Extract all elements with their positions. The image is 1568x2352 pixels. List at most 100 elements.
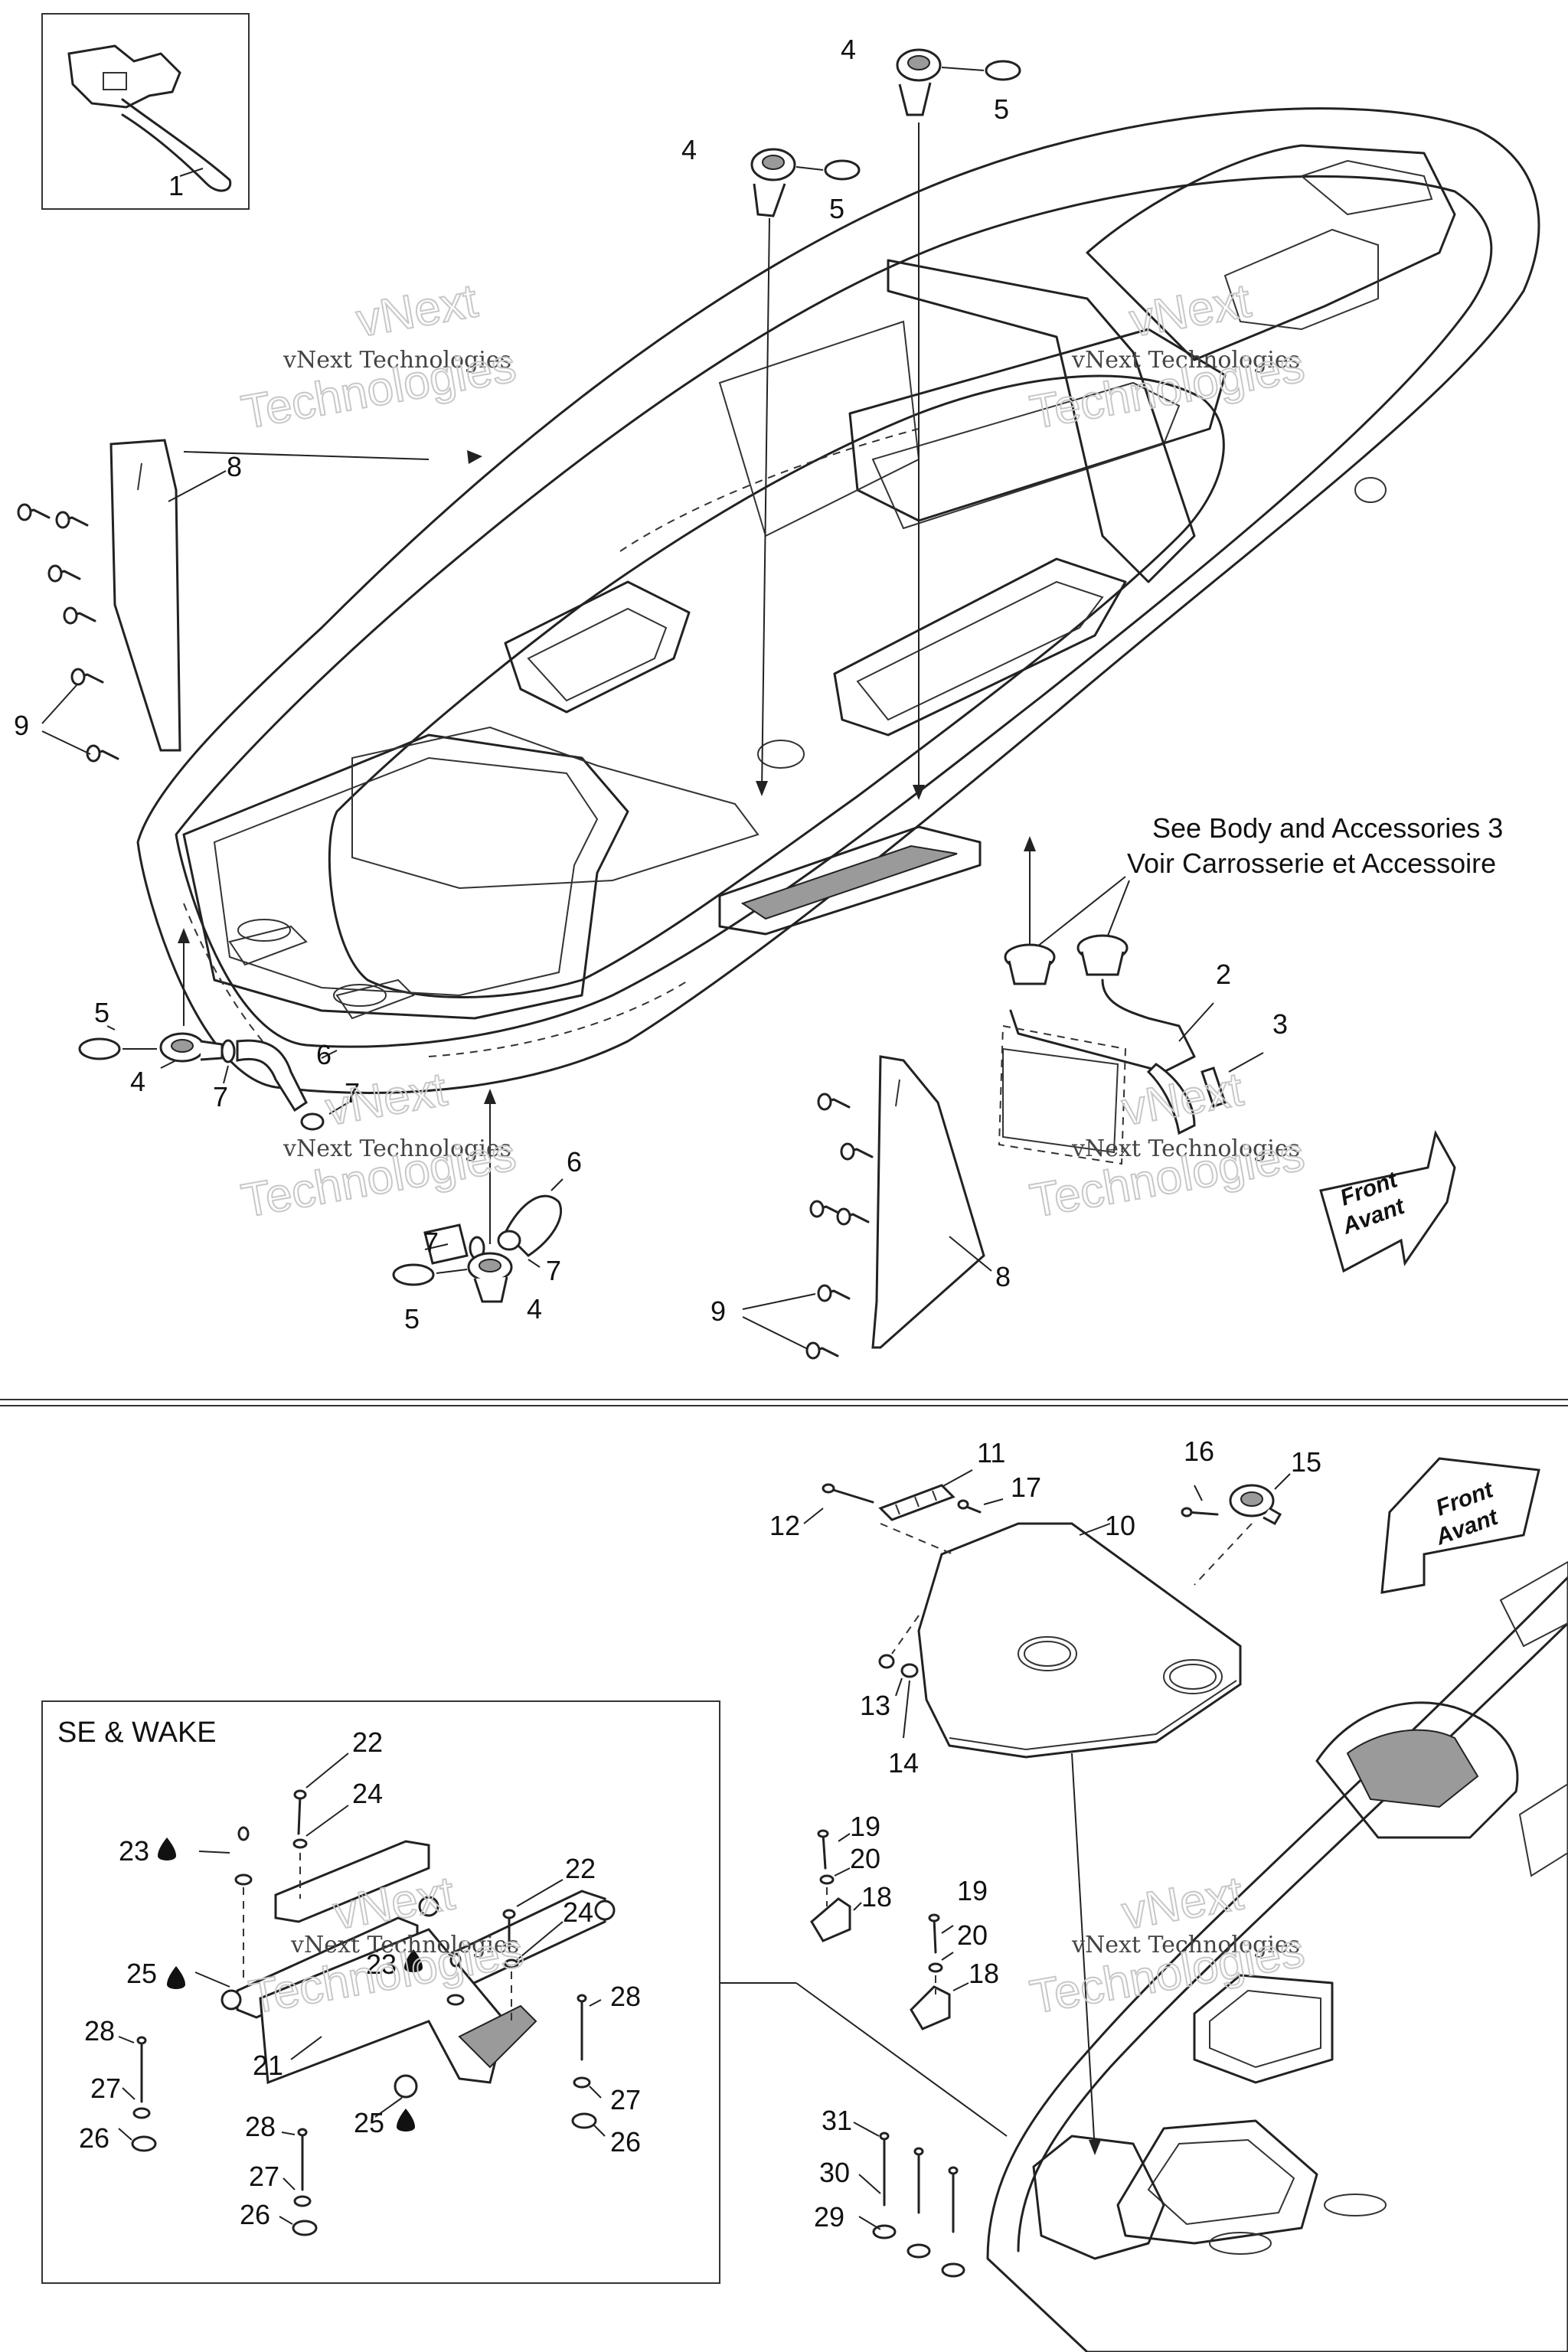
leader-27c <box>283 2177 296 2190</box>
leader-9b2 <box>742 1316 808 1350</box>
watermark-2-logo-line1: vNext <box>1125 274 1254 347</box>
leader-22b <box>516 1879 564 1907</box>
callout-12: 12 <box>769 1510 800 1541</box>
callout-25-a: 25 <box>126 1958 157 1989</box>
part-9-screws-right <box>805 1093 874 1360</box>
arrow-head-4d <box>484 1089 496 1104</box>
watermark-6-logo-line1: vNext <box>1118 1867 1246 1939</box>
callout-18-a: 18 <box>861 1881 892 1913</box>
leader-12 <box>803 1508 824 1524</box>
part-18-bumper-b <box>910 1985 951 2030</box>
leader-26b <box>593 2124 606 2137</box>
callout-4-lower-middle: 4 <box>527 1293 542 1325</box>
callout-22-b: 22 <box>565 1853 596 1884</box>
hidden-edge-3 <box>183 903 284 1065</box>
part-12-screw-head <box>822 1483 835 1494</box>
leader-11 <box>941 1469 973 1488</box>
leader-23a <box>198 1851 230 1854</box>
arrow-head-4c <box>178 928 190 943</box>
leader-29 <box>858 2216 881 2230</box>
arrow-head-4a <box>913 785 925 800</box>
callout-20-b: 20 <box>957 1919 988 1951</box>
callout-13: 13 <box>860 1690 890 1721</box>
leader-20a <box>834 1867 851 1877</box>
leader-21 <box>290 2036 322 2060</box>
leader-9b1 <box>742 1293 816 1310</box>
part-12-screw <box>829 1488 874 1504</box>
watermark-3-logo-line1: vNext <box>322 1063 450 1135</box>
callout-19-b: 19 <box>957 1875 988 1906</box>
callout-24-a: 24 <box>352 1778 383 1809</box>
callout-6-left: 6 <box>316 1039 332 1070</box>
hidden-edge-1 <box>619 428 920 552</box>
callout-8-left: 8 <box>227 451 242 482</box>
leader-25a <box>194 1971 230 1988</box>
callout-28-a: 28 <box>84 2015 115 2047</box>
watermark-4-text: vNext Technologies <box>1071 1135 1300 1162</box>
part-4-drain-plug-lower-left <box>159 1032 224 1063</box>
callout-27-c: 27 <box>249 2161 279 2192</box>
part-26-28-stud-center <box>292 2128 318 2236</box>
see-also-english: See Body and Accessories 3 <box>1152 812 1503 844</box>
leader-28c <box>281 2132 296 2135</box>
callout-23-b: 23 <box>366 1949 397 1980</box>
callout-27-a: 27 <box>90 2073 121 2104</box>
leader-15 <box>1274 1473 1291 1490</box>
leader-24b <box>516 1921 564 1961</box>
callout-4-top-right: 4 <box>841 34 856 65</box>
callout-15: 15 <box>1291 1446 1321 1478</box>
part-13-nut <box>878 1654 895 1669</box>
part-14-washer <box>900 1663 919 1678</box>
callout-5-top-right: 5 <box>994 93 1009 125</box>
part-17-screw-head <box>957 1499 969 1510</box>
part-5-washer-lower-middle <box>392 1263 435 1286</box>
callout-4-lower-left: 4 <box>130 1066 145 1097</box>
thread-locker-icon-23b <box>404 1949 423 1972</box>
leader-6a <box>321 1050 338 1059</box>
leader-5c <box>106 1025 116 1031</box>
leader-1 <box>179 168 204 177</box>
leader-17 <box>983 1498 1004 1505</box>
callout-17: 17 <box>1011 1472 1041 1503</box>
leader-31 <box>853 2122 880 2137</box>
leader-4c <box>160 1060 177 1069</box>
hull-body <box>136 107 1540 1094</box>
callout-9-left: 9 <box>14 710 29 741</box>
callout-5-lower-middle: 5 <box>404 1303 420 1334</box>
arrow-5a <box>941 67 985 71</box>
arrow-5b <box>795 166 824 171</box>
callout-7-c: 7 <box>423 1227 439 1258</box>
nut-dash <box>891 1615 920 1655</box>
callout-9-right: 9 <box>710 1295 726 1327</box>
leader-18b <box>952 1982 969 1991</box>
part-4-drain-plug-top-left <box>750 148 796 217</box>
part-4-drain-plug-lower-middle <box>467 1252 513 1303</box>
part-29-30-washers <box>872 2224 965 2278</box>
arrow-vents-b <box>1033 876 1126 950</box>
leader-7c <box>424 1243 449 1250</box>
part-26-28-stud-left <box>131 2036 157 2152</box>
arrow-head-panel-a <box>467 450 482 464</box>
leader-25b <box>374 2097 403 2118</box>
part-3-storage-bin <box>998 1024 1227 1165</box>
se-wake-inset-title: SE & WAKE <box>57 1717 217 1749</box>
part-22-screw-head-b <box>502 1909 516 1919</box>
part-4-drain-plug-top-right <box>896 48 942 116</box>
leader-27b <box>589 2086 602 2099</box>
callout-5-top-left: 5 <box>829 193 844 224</box>
part-16-screw-head <box>1181 1507 1193 1517</box>
part-2-vent-hose <box>1009 978 1196 1073</box>
see-also-french: Voir Carrosserie et Accessoire <box>1127 848 1496 879</box>
callout-28-b: 28 <box>610 1981 641 2012</box>
part-31-stud-group <box>879 2132 959 2233</box>
watermark-1: vNext vNext Technologies Technologies <box>237 273 520 439</box>
leader-30 <box>858 2174 881 2194</box>
part-24-washer-a <box>292 1838 308 1849</box>
part-1-bracket-detail <box>67 44 232 192</box>
leader-16 <box>1194 1485 1203 1501</box>
part-6-hose-left <box>236 1039 308 1112</box>
arrow-to-bow <box>1071 1753 1096 2152</box>
leader-3 <box>1228 1052 1264 1073</box>
hull-bow-view <box>986 1560 1568 2352</box>
leader-6b <box>550 1178 564 1191</box>
